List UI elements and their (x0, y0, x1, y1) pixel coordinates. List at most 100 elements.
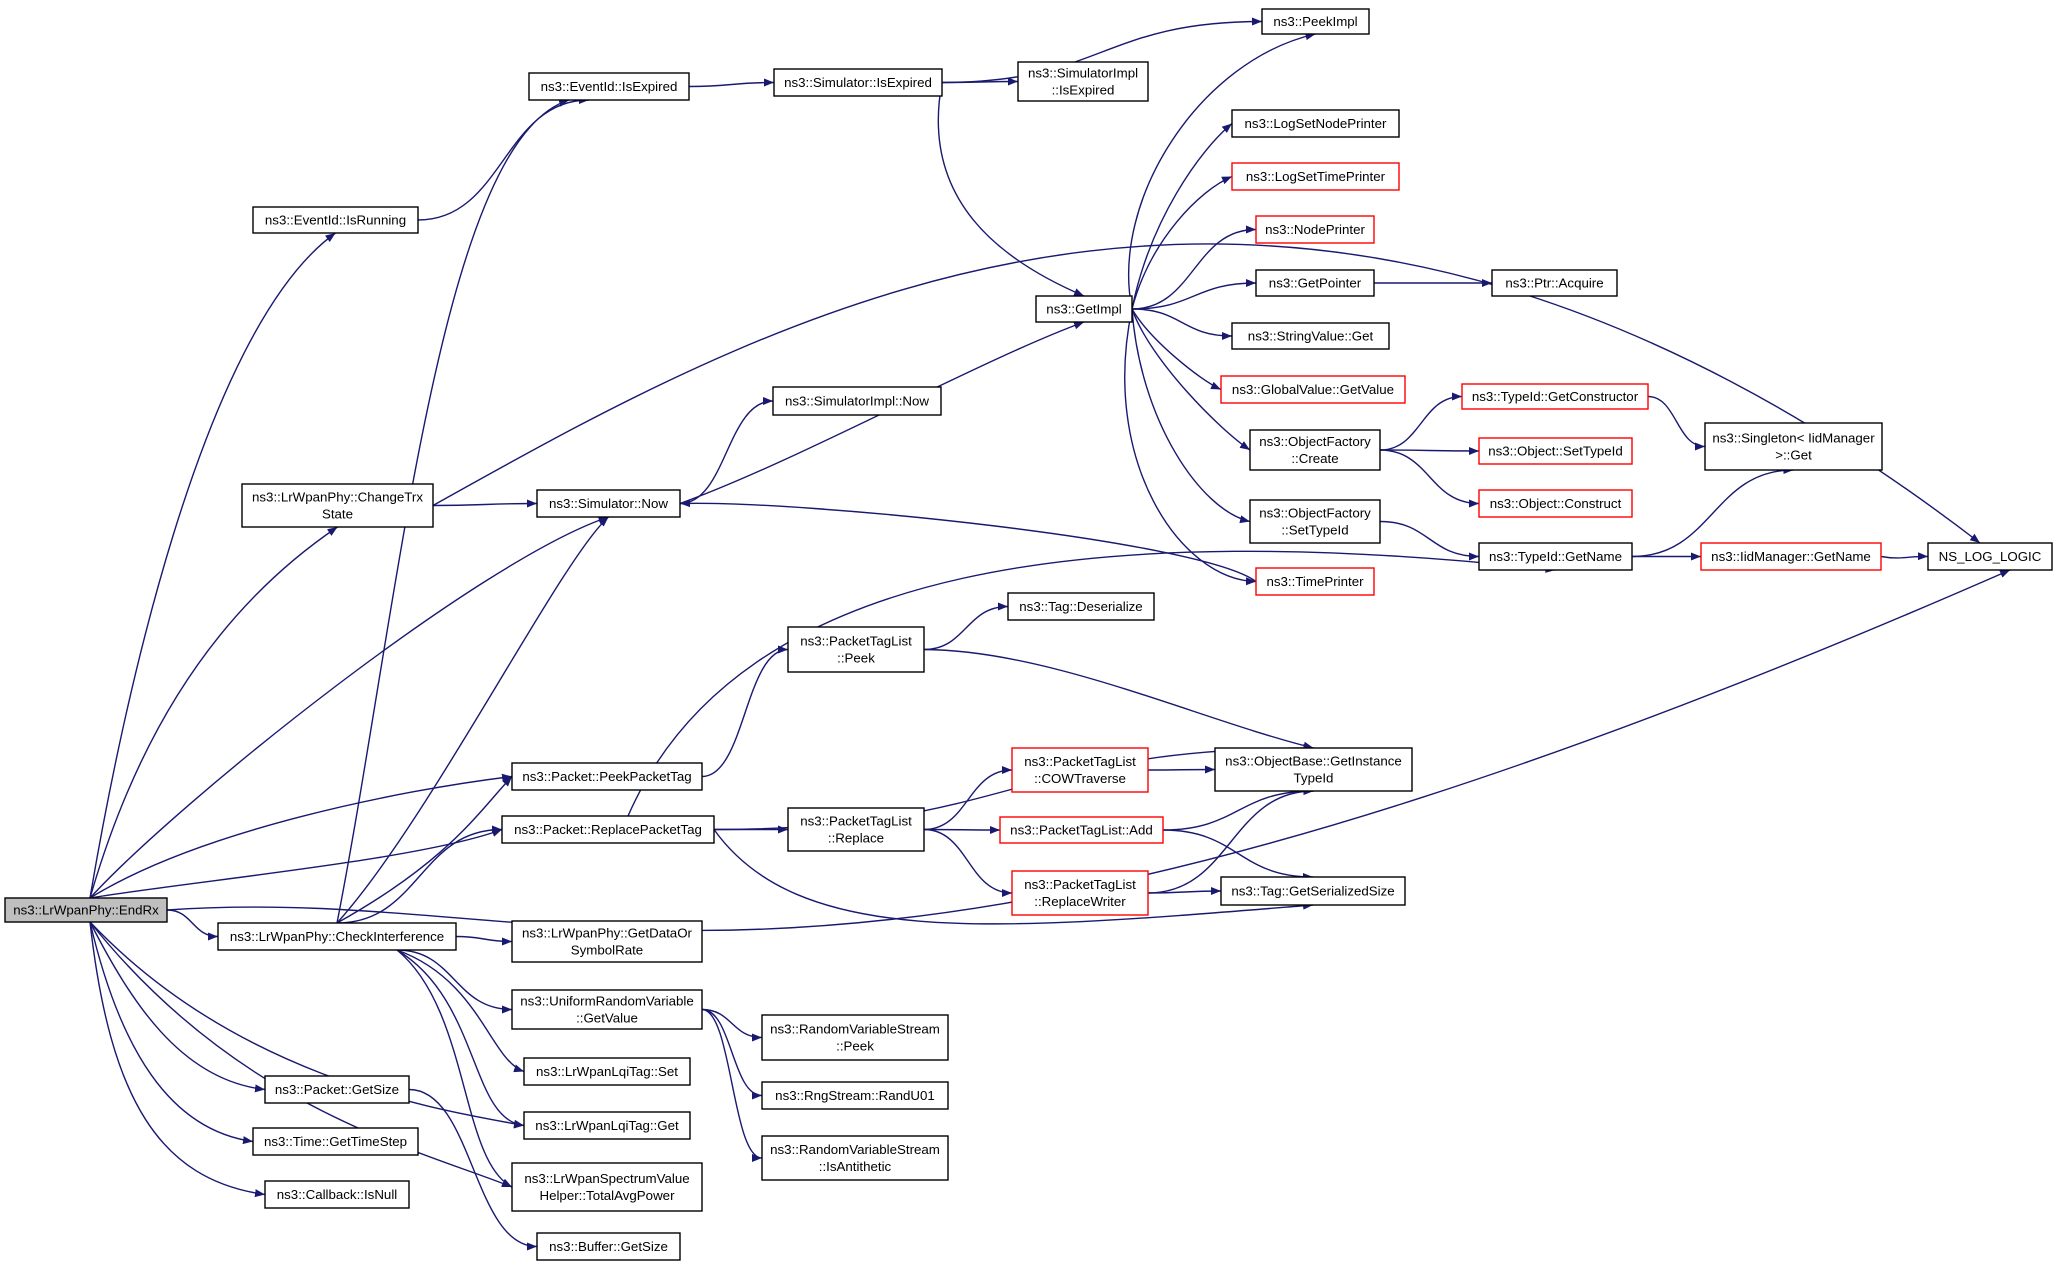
node-rvspeek[interactable]: ns3::RandomVariableStream::Peek (761, 1014, 949, 1061)
node-nodeprinter[interactable]: ns3::NodePrinter (1255, 215, 1375, 244)
node-randu01[interactable]: ns3::RngStream::RandU01 (761, 1081, 949, 1110)
edge-endrx-to-timestep (89, 921, 254, 1145)
node-eventexpired[interactable]: ns3::EventId::IsExpired (528, 72, 690, 101)
node-label: ns3::Ptr::Acquire (1505, 276, 1603, 291)
node-typegetname[interactable]: ns3::TypeId::GetName (1478, 542, 1633, 571)
node-box (1700, 542, 1882, 571)
edge-simexpired-to-peekimpl (941, 17, 1263, 84)
edge-typegetname-to-singleton (1631, 466, 1794, 558)
node-simexpired[interactable]: ns3::Simulator::IsExpired (773, 68, 943, 97)
node-box (252, 206, 419, 234)
edge-timeprinter-to-simnow (679, 499, 1257, 583)
node-singleton[interactable]: ns3::Singleton< IidManager>::Get (1704, 422, 1883, 471)
node-acquire[interactable]: ns3::Ptr::Acquire (1491, 269, 1618, 297)
node-ptladd[interactable]: ns3::PacketTagList::Add (999, 816, 1164, 844)
node-objsettype[interactable]: ns3::Object::SetTypeId (1478, 437, 1633, 465)
node-getpointer[interactable]: ns3::GetPointer (1255, 269, 1375, 297)
node-label: ns3::PacketTagList (1024, 754, 1136, 769)
node-label: ns3::ObjectFactory (1259, 434, 1371, 449)
node-box (1220, 375, 1406, 404)
edge-getimpl-to-getpointer (1131, 279, 1257, 310)
edge-ofsettype-to-typegetname (1379, 520, 1480, 561)
edge-endrx-to-pktgetsize (89, 921, 266, 1093)
node-box (264, 1075, 410, 1104)
node-timestep[interactable]: ns3::Time::GetTimeStep (252, 1127, 419, 1156)
node-box (772, 386, 942, 416)
node-lqiget[interactable]: ns3::LrWpanLqiTag::Get (523, 1111, 691, 1140)
node-box (1249, 429, 1381, 471)
node-totalavg[interactable]: ns3::LrWpanSpectrumValueHelper::TotalAvg… (511, 1162, 703, 1212)
node-box (1231, 109, 1400, 138)
node-globalget[interactable]: ns3::GlobalValue::GetValue (1220, 375, 1406, 404)
edge-ptlreplace-to-replacewriter (923, 828, 1013, 897)
node-box (511, 1162, 703, 1212)
node-lognode[interactable]: ns3::LogSetNodePrinter (1231, 109, 1400, 138)
node-ofsettype[interactable]: ns3::ObjectFactory::SetTypeId (1249, 499, 1381, 544)
node-objconstruct[interactable]: ns3::Object::Construct (1478, 489, 1633, 518)
edge-iidgetname-to-nslog (1880, 552, 1929, 561)
edge-ofcreate-to-objconstruct (1379, 449, 1480, 508)
node-label: ns3::NodePrinter (1265, 222, 1365, 237)
node-cbisnull[interactable]: ns3::Callback::IsNull (264, 1180, 410, 1209)
node-simnow[interactable]: ns3::Simulator::Now (536, 489, 681, 518)
node-box (761, 1135, 949, 1181)
node-tagdeser[interactable]: ns3::Tag::Deserialize (1007, 592, 1155, 621)
node-box (217, 922, 457, 951)
call-edges (89, 17, 2011, 1251)
node-label: SymbolRate (571, 943, 643, 958)
node-nslog[interactable]: NS_LOG_LOGIC (1927, 542, 2053, 571)
edge-urvgetvalue-to-rvspeek (701, 1008, 763, 1042)
node-label: ns3::Packet::ReplacePacketTag (514, 822, 702, 837)
node-peekpackettag[interactable]: ns3::Packet::PeekPacketTag (511, 762, 703, 791)
node-implexpired[interactable]: ns3::SimulatorImpl::IsExpired (1017, 61, 1149, 102)
node-implnow[interactable]: ns3::SimulatorImpl::Now (772, 386, 942, 416)
node-label: ns3::RngStream::RandU01 (775, 1088, 935, 1103)
node-label: ns3::EventId::IsRunning (265, 213, 406, 228)
node-box (1927, 542, 2053, 571)
node-cowtraverse[interactable]: ns3::PacketTagList::COWTraverse (1011, 747, 1149, 793)
node-label: ns3::SimulatorImpl::Now (785, 394, 929, 409)
node-getctor[interactable]: ns3::TypeId::GetConstructor (1461, 383, 1649, 410)
node-bufgetsize[interactable]: ns3::Buffer::GetSize (536, 1232, 681, 1261)
node-ptlpeek[interactable]: ns3::PacketTagList::Peek (787, 626, 925, 673)
node-endrx[interactable]: ns3::LrWpanPhy::EndRx (4, 897, 168, 923)
node-stringget[interactable]: ns3::StringValue::Get (1231, 322, 1390, 350)
node-ofcreate[interactable]: ns3::ObjectFactory::Create (1249, 429, 1381, 471)
node-lqiset[interactable]: ns3::LrWpanLqiTag::Set (523, 1057, 691, 1086)
node-label: ns3::TypeId::GetName (1489, 549, 1622, 564)
node-peekimpl[interactable]: ns3::PeekImpl (1261, 8, 1370, 35)
node-ptlreplace[interactable]: ns3::PacketTagList::Replace (787, 807, 925, 852)
node-label: ns3::SimulatorImpl (1028, 66, 1138, 81)
node-isrunning[interactable]: ns3::EventId::IsRunning (252, 206, 419, 234)
node-label: ns3::GetPointer (1269, 276, 1362, 291)
node-label: ns3::Singleton< IidManager (1712, 431, 1875, 446)
edge-getimpl-to-globalget (1131, 308, 1222, 391)
node-label: ns3::LrWpanSpectrumValue (524, 1171, 689, 1186)
node-box (1007, 592, 1155, 621)
node-tagsersize[interactable]: ns3::Tag::GetSerializedSize (1220, 876, 1406, 906)
node-replacewriter[interactable]: ns3::PacketTagList::ReplaceWriter (1011, 870, 1149, 916)
edge-checkinterf-to-simnow (336, 516, 609, 924)
edge-urvgetvalue-to-randu01 (701, 1008, 763, 1100)
node-timeprinter[interactable]: ns3::TimePrinter (1255, 567, 1375, 596)
node-iidgetname[interactable]: ns3::IidManager::GetName (1700, 542, 1882, 571)
node-checkinterf[interactable]: ns3::LrWpanPhy::CheckInterference (217, 922, 457, 951)
node-urvgetvalue[interactable]: ns3::UniformRandomVariable::GetValue (511, 989, 703, 1030)
node-label: TypeId (1294, 771, 1334, 786)
node-label: ns3::LrWpanLqiTag::Get (535, 1118, 679, 1133)
node-replacepackettag[interactable]: ns3::Packet::ReplacePacketTag (501, 815, 715, 844)
node-box (1255, 567, 1375, 596)
node-box (252, 1127, 419, 1156)
node-label: ::IsExpired (1052, 83, 1115, 98)
node-pktgetsize[interactable]: ns3::Packet::GetSize (264, 1075, 410, 1104)
node-box (501, 815, 715, 844)
node-logtime[interactable]: ns3::LogSetTimePrinter (1231, 162, 1400, 191)
edge-isrunning-to-eventexpired (417, 96, 590, 221)
node-label: ns3::Tag::GetSerializedSize (1231, 884, 1394, 899)
node-antithetic[interactable]: ns3::RandomVariableStream::IsAntithetic (761, 1135, 949, 1181)
node-getimpl[interactable]: ns3::GetImpl (1035, 295, 1133, 323)
